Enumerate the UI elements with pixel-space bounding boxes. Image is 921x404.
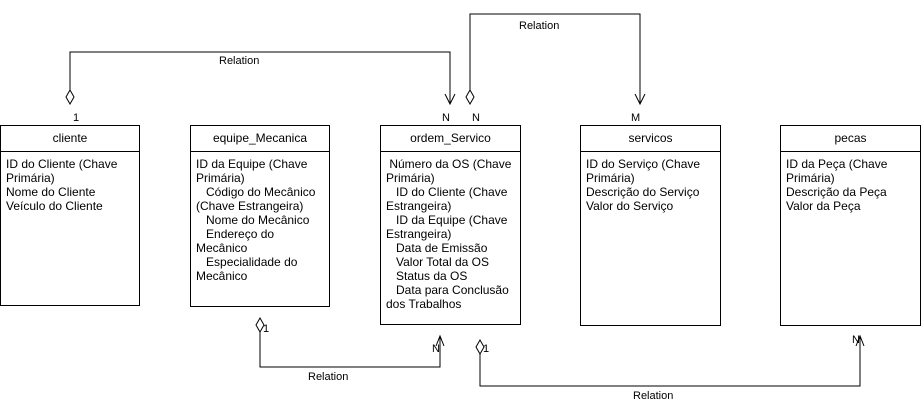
attribute: ID do Cliente (Chave Estrangeira) — [386, 185, 511, 213]
attribute: Nome do Cliente — [6, 185, 96, 199]
entity-equipe-mecanica[interactable]: equipe_Mecanica ID da Equipe (Chave Prim… — [190, 125, 330, 307]
attribute: ID do Serviço (Chave Primária) — [586, 157, 704, 185]
attribute: Número da OS (Chave Primária) — [386, 157, 515, 185]
attribute-list: Número da OS (Chave Primária) ID do Clie… — [381, 152, 520, 311]
cardinality-label: 1 — [483, 343, 490, 355]
cardinality-label: N — [442, 112, 450, 124]
attribute: Data para Conclusão dos Trabalhos — [386, 283, 513, 311]
attribute-list: ID da Peça (Chave Primária) Descrição da… — [781, 152, 920, 213]
attribute: Valor da Peça — [786, 199, 861, 213]
attribute: Descrição do Serviço — [586, 185, 700, 199]
entity-servicos[interactable]: servicos ID do Serviço (Chave Primária) … — [580, 125, 721, 326]
relation-label: Relation — [308, 371, 349, 383]
attribute: Nome do Mecânico — [196, 213, 310, 227]
cardinality-label: 1 — [263, 323, 270, 335]
attribute: Código do Mecânico (Chave Estrangeira) — [196, 185, 319, 213]
entity-title: cliente — [1, 126, 139, 152]
relation-label: Relation — [519, 20, 560, 32]
attribute: Veículo do Cliente — [6, 199, 103, 213]
cardinality-label: M — [631, 112, 641, 124]
entity-title: ordem_Servico — [381, 126, 520, 152]
cardinality-label: 1 — [73, 112, 80, 124]
relation-equipe-ordem[interactable] — [255, 316, 445, 368]
entity-title: servicos — [581, 126, 720, 152]
attribute: Valor Total da OS — [386, 255, 489, 269]
attribute-list: ID do Serviço (Chave Primária) Descrição… — [581, 152, 720, 213]
attribute-list: ID do Cliente (Chave Primária) Nome do C… — [1, 152, 139, 213]
attribute-list: ID da Equipe (Chave Primária) Código do … — [191, 152, 329, 283]
attribute: Status da OS — [386, 269, 468, 283]
relation-label: Relation — [219, 55, 260, 67]
entity-pecas[interactable]: pecas ID da Peça (Chave Primária) Descri… — [780, 125, 921, 326]
relation-label: Relation — [633, 390, 674, 402]
attribute: Valor do Serviço — [586, 199, 674, 213]
entity-title: pecas — [781, 126, 920, 152]
attribute: ID da Equipe (Chave Primária) — [196, 157, 311, 185]
attribute: Descrição da Peça — [786, 185, 887, 199]
attribute: Especialidade do Mecânico — [196, 255, 301, 283]
cardinality-label: N — [432, 343, 440, 355]
entity-cliente[interactable]: cliente ID do Cliente (Chave Primária) N… — [0, 125, 140, 306]
cardinality-label: N — [472, 112, 480, 124]
attribute: ID da Peça (Chave Primária) — [786, 157, 891, 185]
entity-ordem-servico[interactable]: ordem_Servico Número da OS (Chave Primár… — [380, 125, 521, 325]
attribute: Endereço do Mecânico — [196, 227, 278, 255]
relation-cliente-ordem[interactable] — [65, 51, 456, 106]
entity-title: equipe_Mecanica — [191, 126, 329, 152]
cardinality-label: N — [852, 334, 860, 346]
attribute: ID do Cliente (Chave Primária) — [6, 157, 121, 185]
attribute: ID da Equipe (Chave Estrangeira) — [386, 213, 511, 241]
relation-ordem-pecas[interactable] — [475, 334, 865, 387]
relation-ordem-servicos[interactable] — [465, 13, 646, 106]
attribute: Data de Emissão — [386, 241, 488, 255]
